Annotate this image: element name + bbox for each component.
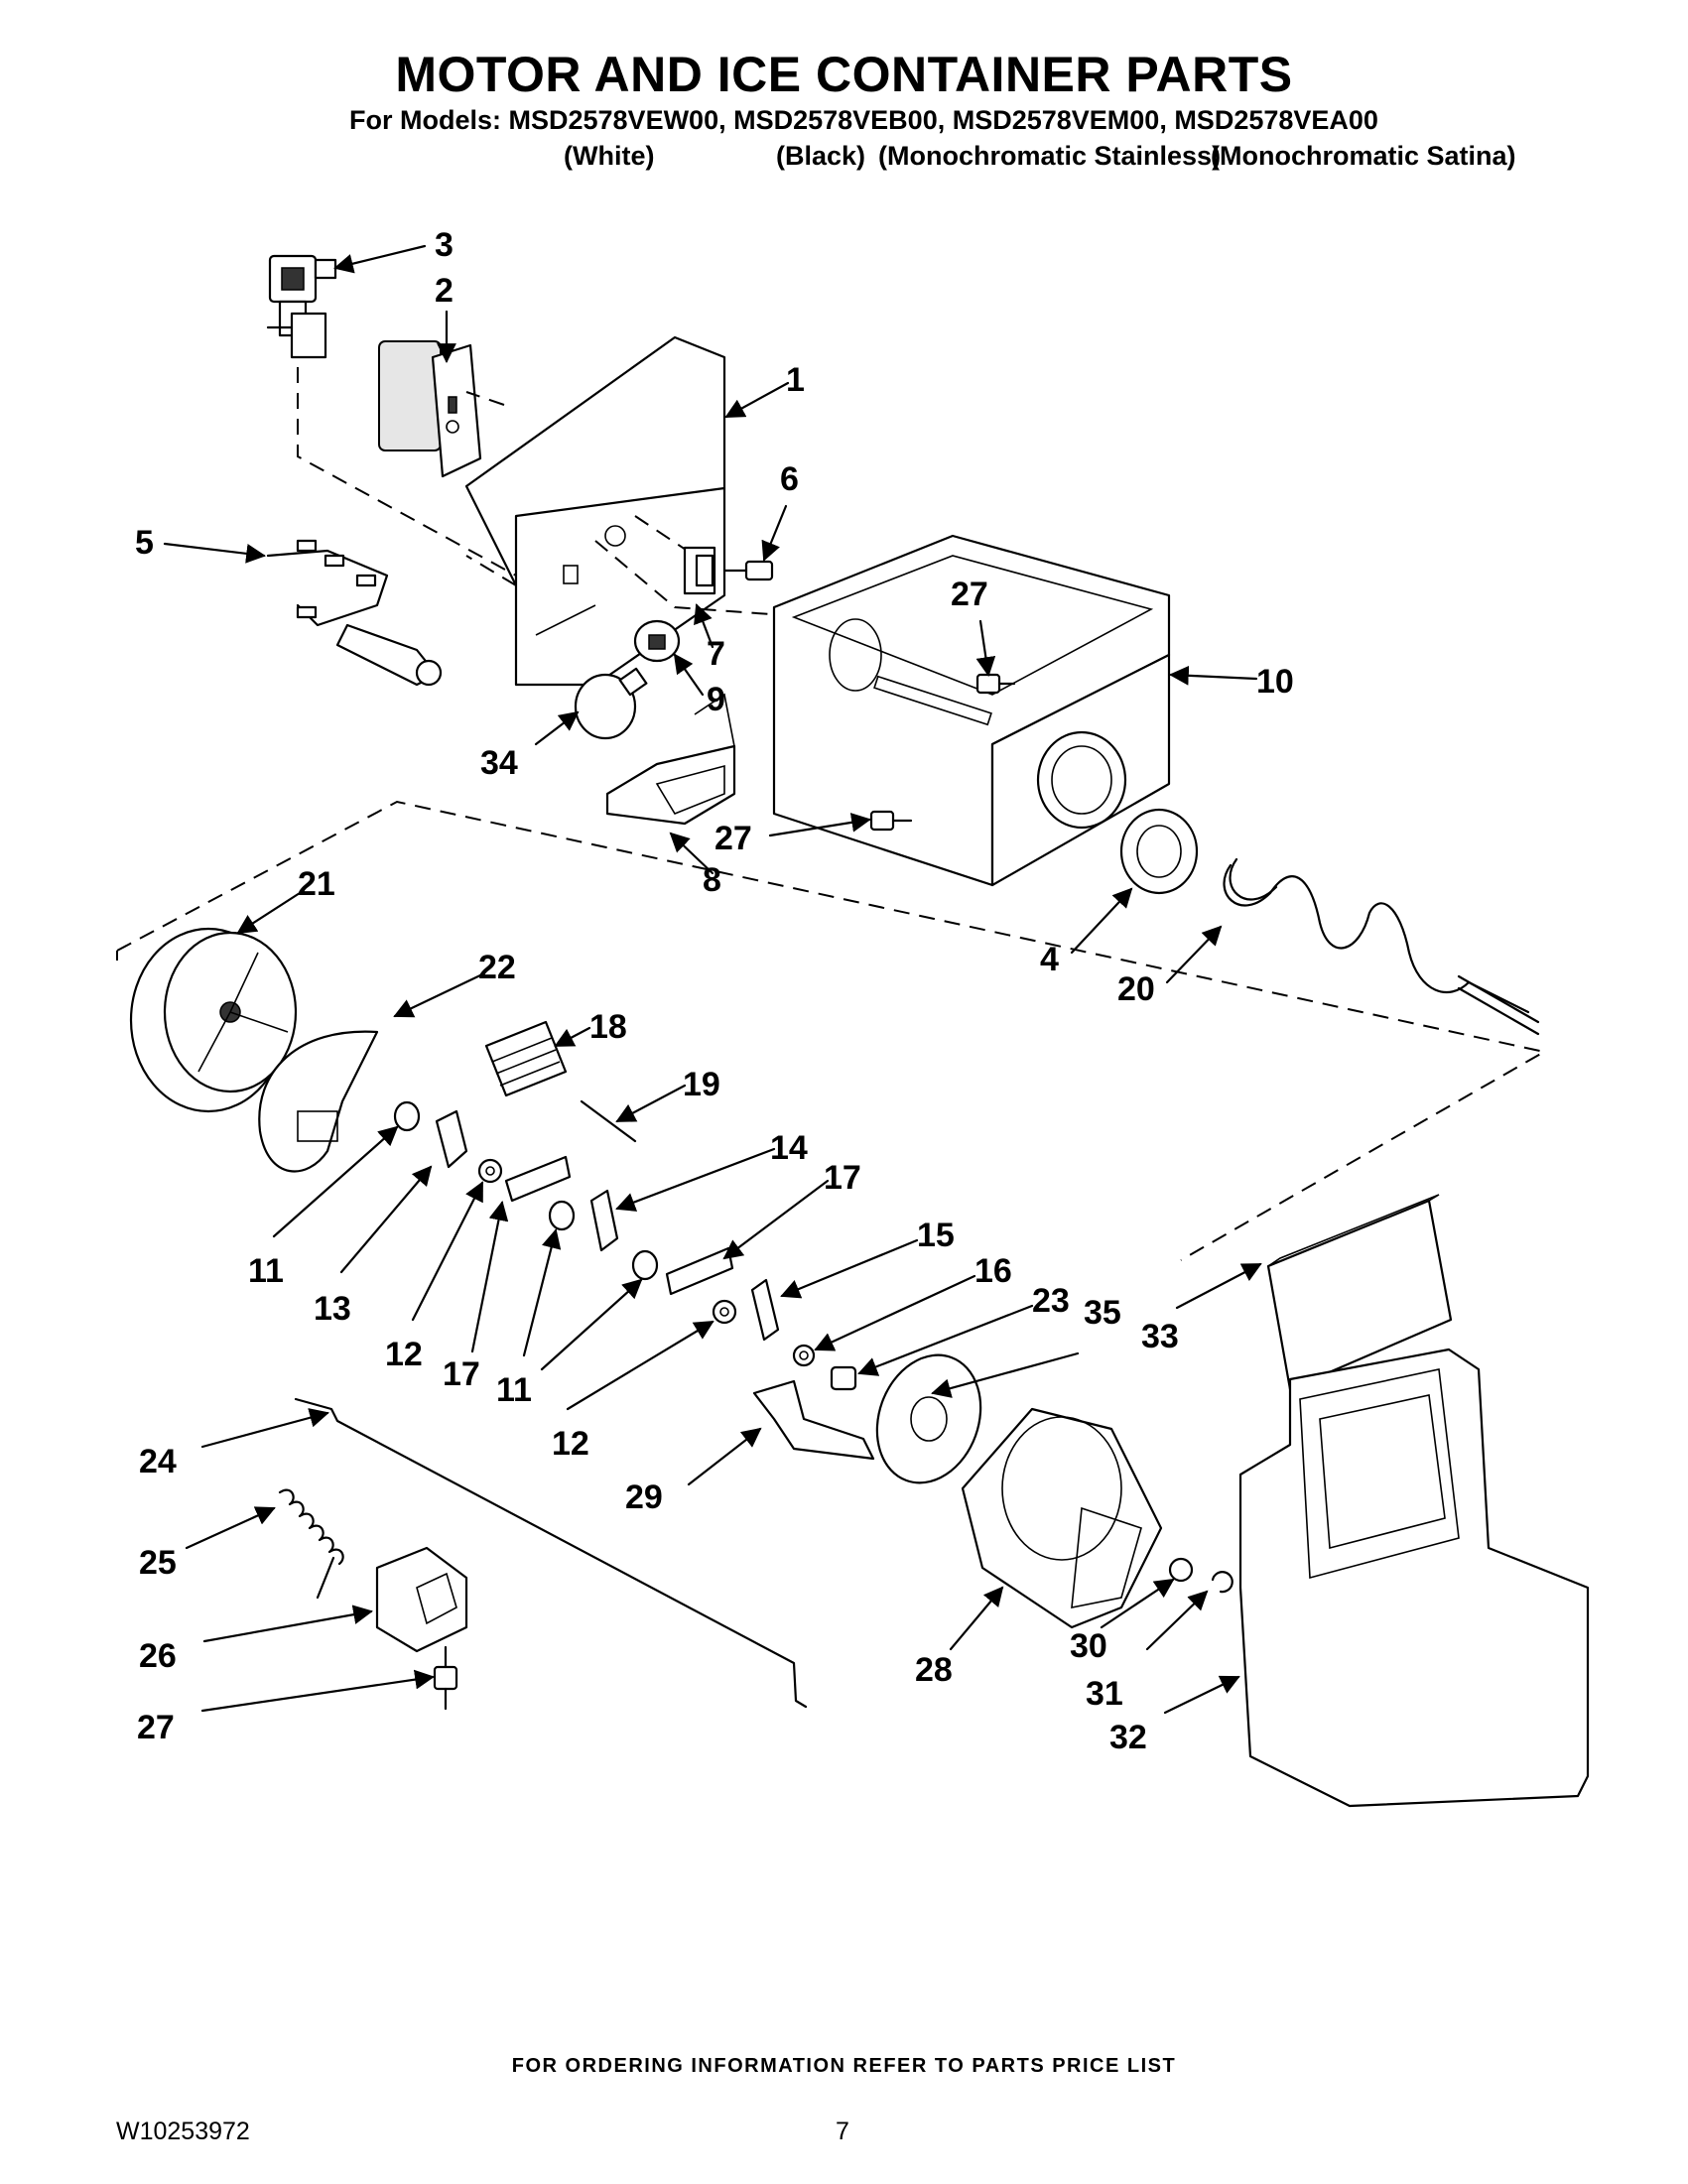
- color-label-black: (Black): [776, 141, 866, 171]
- callout-label: 7: [707, 635, 725, 673]
- callout-label: 2: [435, 272, 454, 310]
- callout-label: 19: [683, 1066, 720, 1103]
- callout-label: 26: [139, 1637, 177, 1675]
- part-14-link: [589, 1189, 619, 1252]
- part-7-socket-bracket: [683, 546, 716, 595]
- callout-label: 11: [248, 1252, 284, 1290]
- part-12-washer-b: [712, 1299, 737, 1325]
- models-line: For Models: MSD2578VEW00, MSD2578VEB00, …: [349, 105, 1378, 135]
- part-11-pivot-a: [393, 1100, 421, 1132]
- part-26-clip-bracket: [375, 1546, 468, 1653]
- part-15-link: [750, 1278, 780, 1342]
- ordering-note: FOR ORDERING INFORMATION REFER TO PARTS …: [511, 2055, 1177, 2077]
- callout-label: 17: [443, 1355, 480, 1393]
- callout-label: 23: [1032, 1282, 1070, 1320]
- callout-label: 6: [780, 460, 799, 498]
- color-label-stainless: (Monochromatic Stainless): [878, 141, 1222, 171]
- callout-label: 3: [435, 226, 454, 264]
- page-title: MOTOR AND ICE CONTAINER PARTS: [395, 47, 1293, 102]
- callout-label: 16: [974, 1252, 1012, 1290]
- callout-label: 1: [786, 361, 805, 399]
- callout-label: 12: [552, 1425, 589, 1463]
- part-25-spring: [278, 1488, 344, 1600]
- part-4-bearing: [1119, 808, 1199, 895]
- part-27-screw-b: [869, 810, 913, 832]
- callout-label: 29: [625, 1478, 663, 1516]
- page-number: 7: [836, 2118, 849, 2145]
- callout-labels: 1 2 3 4 5 6 7 8 9 10 11 11 11 12 12 13 1…: [135, 226, 1294, 1756]
- callout-label: 24: [139, 1443, 177, 1480]
- callout-label: 20: [1117, 970, 1155, 1008]
- part-32-front-cover: [1238, 1348, 1590, 1808]
- callout-label: 27: [137, 1709, 175, 1746]
- part-34-bulb: [574, 667, 648, 740]
- document-number: W10253972: [116, 2118, 250, 2145]
- part-24-rod: [294, 1397, 808, 1709]
- part-6-screw: [722, 560, 774, 581]
- part-29-deflector: [752, 1379, 875, 1461]
- color-label-white: (White): [564, 141, 655, 171]
- part-11-pivot-b: [548, 1200, 576, 1231]
- callout-label: 9: [707, 681, 725, 718]
- part-23-bushing: [830, 1365, 857, 1391]
- callout-label: 27: [714, 820, 752, 857]
- part-3-connector: [266, 254, 337, 359]
- part-2-motor: [378, 340, 482, 478]
- part-28-motor-housing: [961, 1407, 1163, 1629]
- callout-label: 33: [1141, 1318, 1179, 1355]
- callout-label: 34: [480, 744, 518, 782]
- callout-label: 30: [1070, 1627, 1107, 1665]
- callout-label: 32: [1109, 1719, 1147, 1756]
- assembly-outline: [116, 800, 1547, 1261]
- leader-lines: [163, 244, 1262, 1715]
- callout-label: 10: [1256, 663, 1294, 701]
- callout-label: 31: [1086, 1675, 1123, 1713]
- part-31-clip: [1211, 1571, 1234, 1594]
- part-17-arm-b: [665, 1246, 734, 1296]
- callout-label: 18: [589, 1008, 627, 1046]
- part-10-ice-container: [772, 534, 1171, 887]
- callout-label: 35: [1084, 1294, 1121, 1332]
- callout-label: 8: [703, 861, 721, 899]
- callout-label: 11: [496, 1371, 532, 1409]
- part-1-housing: [464, 335, 726, 687]
- part-18-bracket: [484, 1020, 568, 1097]
- part-22-plate: [258, 1030, 379, 1173]
- color-label-satina: (Monochromatic Satina): [1211, 141, 1516, 171]
- callout-label: 17: [824, 1159, 861, 1197]
- part-8-lamp-cover: [605, 693, 736, 826]
- callout-label: 4: [1040, 941, 1059, 978]
- callout-label: 25: [139, 1544, 177, 1582]
- callout-label: 5: [135, 524, 154, 562]
- part-12-washer-a: [477, 1158, 503, 1184]
- part-20-auger: [1223, 857, 1540, 1036]
- callout-label: 13: [314, 1290, 351, 1328]
- part-21-drum: [129, 927, 298, 1113]
- part-17-arm-a: [504, 1155, 572, 1203]
- part-5-wire-harness: [266, 539, 443, 687]
- part-27-screw-c: [433, 1645, 458, 1711]
- part-33-door: [1266, 1194, 1453, 1391]
- part-19-pin: [580, 1099, 637, 1143]
- part-11-pivot-c: [631, 1249, 659, 1281]
- callout-label: 14: [770, 1129, 808, 1167]
- part-9-lamp-socket: [633, 619, 681, 663]
- callout-label: 22: [478, 949, 516, 986]
- callout-label: 15: [917, 1217, 955, 1254]
- part-13-link: [435, 1109, 468, 1169]
- callout-label: 28: [915, 1651, 953, 1689]
- callout-label: 21: [298, 865, 335, 903]
- callout-label: 27: [951, 576, 988, 613]
- callout-label: 12: [385, 1336, 423, 1373]
- part-16-washer: [792, 1344, 816, 1367]
- part-30-washer: [1168, 1557, 1194, 1583]
